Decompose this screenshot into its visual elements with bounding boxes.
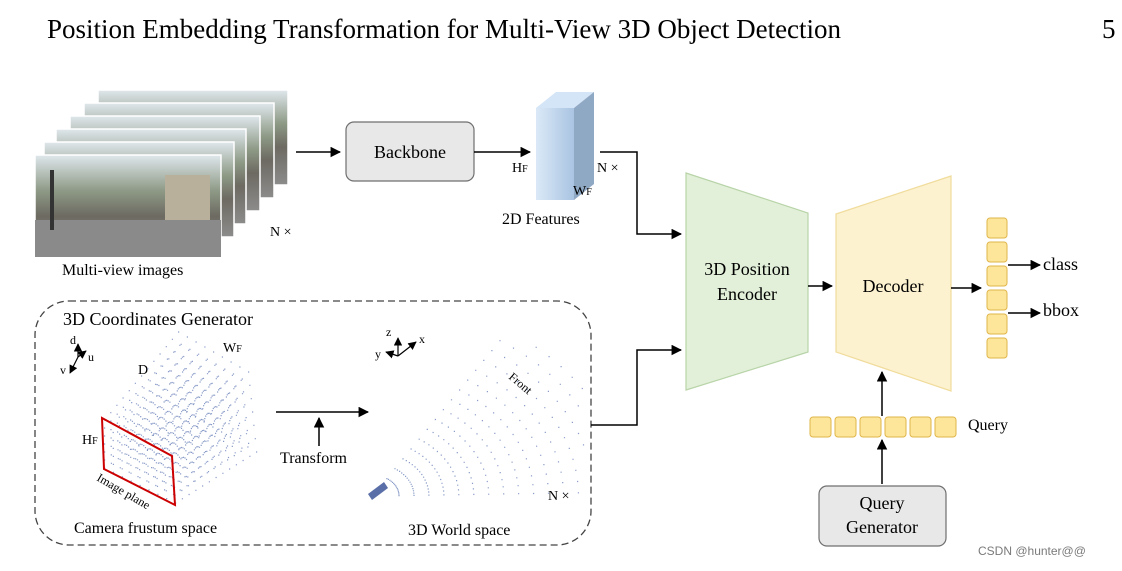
frustum-points (104, 331, 258, 504)
decoder-label: Decoder (863, 276, 924, 296)
query-token (809, 416, 832, 438)
decoder-block (835, 175, 952, 392)
watermark: CSDN @hunter@@ (978, 544, 1086, 558)
multiview-caption: Multi-view images (62, 262, 183, 279)
world-points-dense-origin (368, 482, 388, 500)
frustum-d-label: D (138, 363, 148, 378)
camera-axis-u: u (88, 350, 94, 364)
world-points (386, 340, 585, 497)
world-n-label: N × (548, 489, 570, 504)
world-axis-z: z (386, 325, 391, 339)
multiview-n-label: N × (270, 225, 292, 240)
output-class-label: class (1043, 254, 1078, 274)
page-title: Position Embedding Transformation for Mu… (47, 14, 842, 44)
feature-map-slab (536, 92, 594, 200)
page-number: 5 (1102, 14, 1116, 44)
world-axes-icon (385, 337, 417, 359)
output-bbox-label: bbox (1043, 300, 1079, 320)
backbone-label: Backbone (374, 142, 446, 162)
query-token (934, 416, 957, 438)
image-plane-label: Image plane (95, 470, 153, 512)
multiview-image-stack (34, 89, 289, 258)
query-generator-line2: Generator (846, 517, 918, 537)
query-token (884, 416, 907, 438)
arrow-generator-to-encoder (591, 344, 683, 426)
frustum-w-label: WF (223, 341, 242, 356)
world-axis-x: x (419, 332, 425, 346)
camera-frustum-caption: Camera frustum space (74, 520, 217, 537)
output-token (986, 265, 1008, 287)
arrow-features-to-encoder (600, 151, 683, 240)
world-front-label: Front (506, 370, 535, 398)
world-point-cloud (368, 340, 585, 500)
transform-label: Transform (280, 450, 348, 467)
image-plane-outline (100, 416, 177, 507)
camera-axis-d: d (70, 333, 76, 347)
generator-title: 3D Coordinates Generator (63, 309, 253, 329)
encoder-label-line2: Encoder (717, 284, 777, 304)
output-token (986, 241, 1008, 263)
query-token (834, 416, 857, 438)
feature-h-label: HF (512, 161, 528, 176)
output-token-column (986, 217, 1008, 359)
world-space-caption: 3D World space (408, 522, 510, 539)
query-token-row (809, 416, 957, 438)
query-token (859, 416, 882, 438)
output-token (986, 337, 1008, 359)
query-label: Query (968, 417, 1008, 434)
position-encoder-block (685, 172, 809, 391)
feature-w-label: WF (573, 184, 592, 199)
camera-axes-icon (69, 343, 87, 374)
query-generator-box (818, 485, 947, 547)
output-token (986, 289, 1008, 311)
output-token (986, 217, 1008, 239)
features-caption: 2D Features (502, 211, 580, 228)
encoder-label-line1: 3D Position (704, 259, 790, 279)
frustum-point-cloud (104, 331, 258, 504)
coordinates-generator-box (34, 300, 592, 546)
frustum-h-label: HF (82, 433, 98, 448)
camera-axis-v: v (60, 363, 66, 377)
query-generator-line1: Query (860, 493, 905, 513)
world-axis-y: y (375, 347, 381, 361)
output-token (986, 313, 1008, 335)
feature-n-label: N × (597, 161, 619, 176)
query-token (909, 416, 932, 438)
